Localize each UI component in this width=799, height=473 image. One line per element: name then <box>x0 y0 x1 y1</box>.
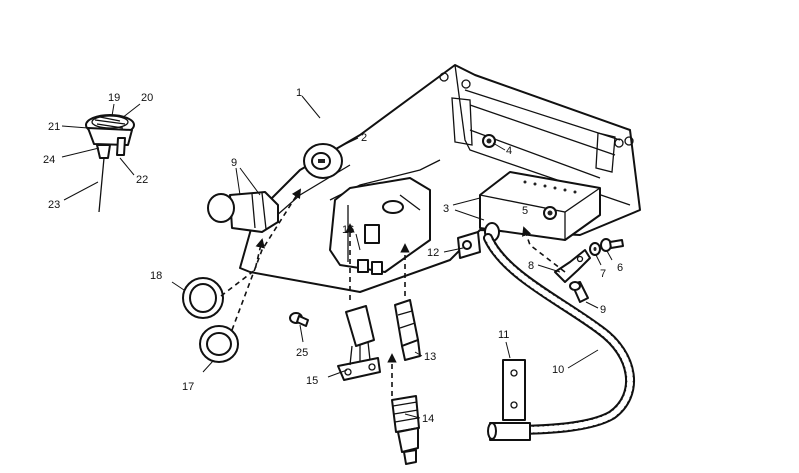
screw-25 <box>289 312 309 327</box>
lamp-holder-13 <box>394 299 421 361</box>
callout-12: 12 <box>427 247 439 259</box>
temperature-sender <box>85 114 135 213</box>
callout-20: 20 <box>141 92 153 104</box>
callout-7: 7 <box>600 268 606 280</box>
callout-14: 14 <box>422 413 434 425</box>
screw-4 <box>482 134 496 148</box>
callout-17: 17 <box>182 381 194 393</box>
callout-8: 8 <box>528 260 534 272</box>
flexible-conduit <box>483 233 636 435</box>
screw-6 <box>600 238 624 252</box>
callout-1: 1 <box>296 87 302 99</box>
callout-25: 25 <box>296 347 308 359</box>
ring-17 <box>199 325 239 363</box>
callout-22: 22 <box>136 174 148 186</box>
ring-18 <box>182 277 224 319</box>
assembly-lines <box>220 188 566 396</box>
washer-7 <box>589 242 601 256</box>
callout-15: 15 <box>306 375 318 387</box>
callout-4: 4 <box>506 145 512 157</box>
leader-lines <box>61 95 613 419</box>
callout-24: 24 <box>43 154 55 166</box>
callout-16: 16 <box>342 224 354 236</box>
clamp <box>457 222 500 259</box>
callout-3: 3 <box>443 203 449 215</box>
conduit-bracket <box>487 359 531 441</box>
callout-11: 11 <box>498 329 509 341</box>
callout-23: 23 <box>48 199 60 211</box>
angle-bracket <box>554 249 591 283</box>
screw-9 <box>569 281 589 303</box>
callout-18: 18 <box>150 270 162 282</box>
callout-10: 10 <box>552 364 564 376</box>
rotary-knob <box>207 191 279 233</box>
callout-13: 13 <box>424 351 436 363</box>
key-lock <box>303 143 343 179</box>
callout-9-knob: 9 <box>231 157 237 169</box>
callout-5: 5 <box>522 205 528 217</box>
callout-6: 6 <box>617 262 623 274</box>
callout-19: 19 <box>108 92 120 104</box>
callout-labels: 1 2 3 4 5 6 7 8 9 9 10 11 12 13 14 15 16… <box>43 87 623 425</box>
callout-2: 2 <box>361 132 367 144</box>
callout-9-screw: 9 <box>600 304 606 316</box>
callout-21: 21 <box>48 121 60 133</box>
lamp-holder-15 <box>337 305 381 381</box>
lamp-holder-14 <box>391 395 420 465</box>
cover-box <box>479 171 601 241</box>
